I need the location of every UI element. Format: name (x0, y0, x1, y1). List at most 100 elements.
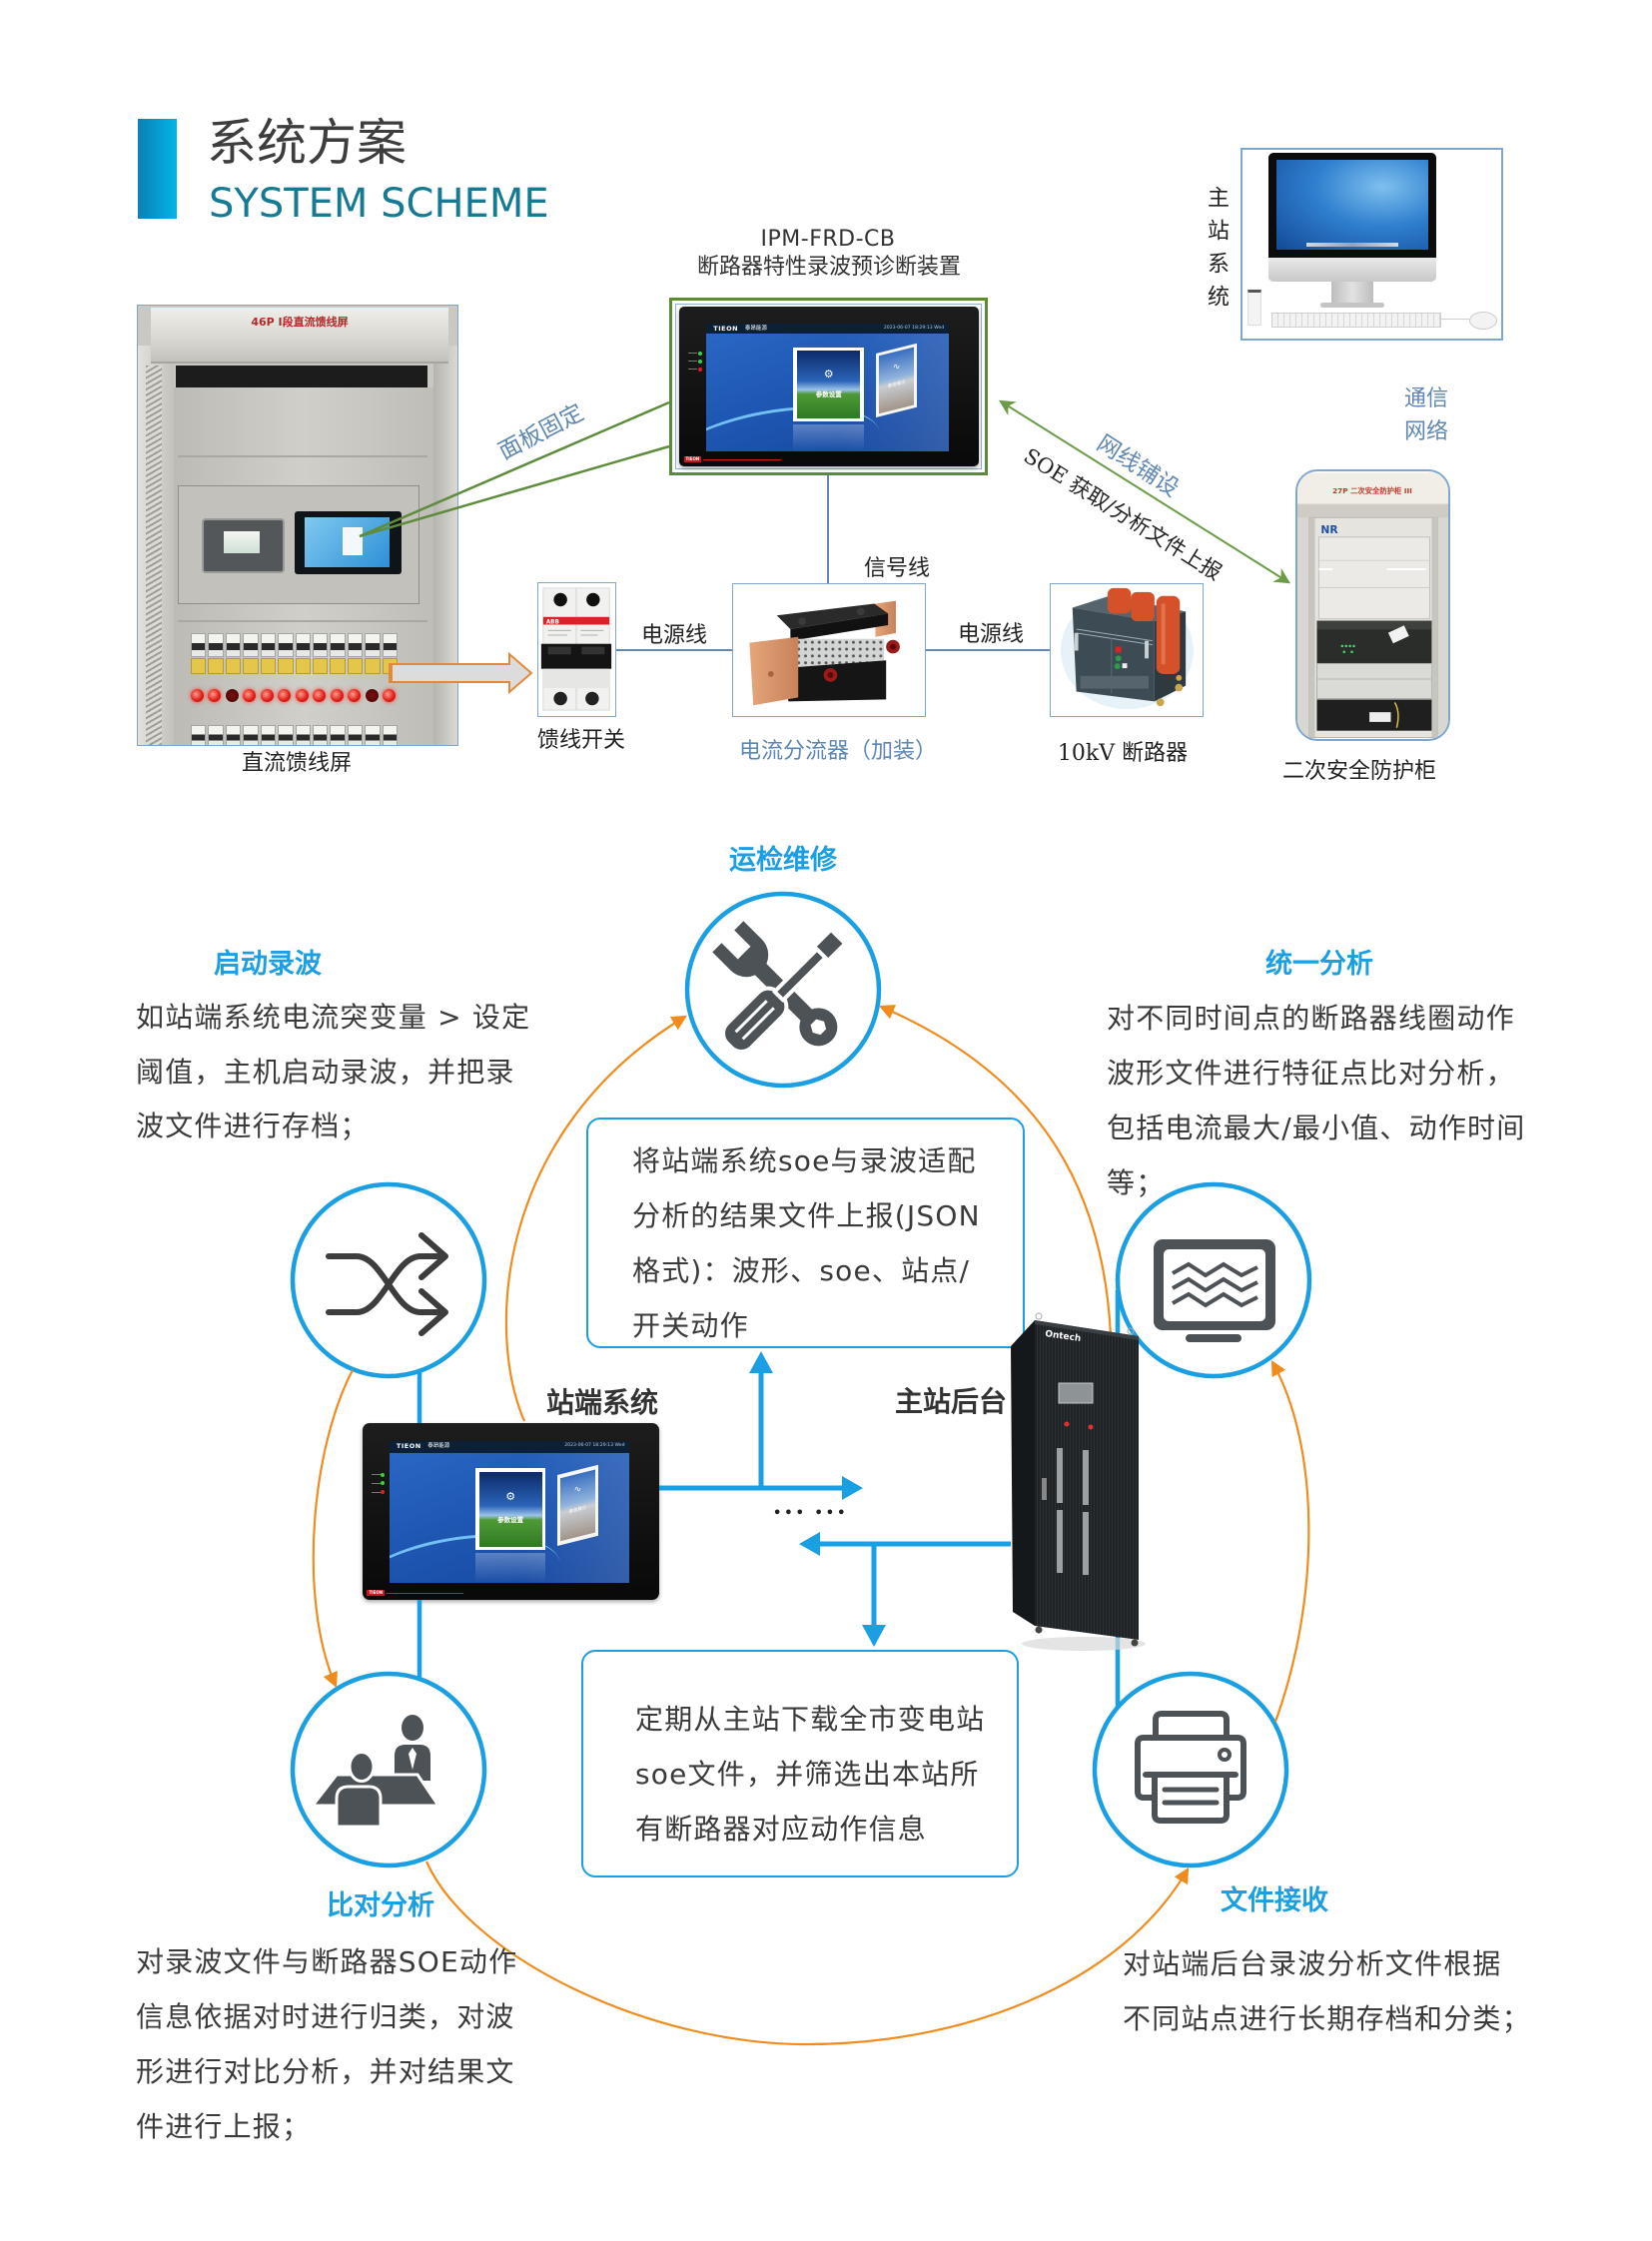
security-cabinet: 27P 二次安全防护柜 III NR (1297, 472, 1448, 738)
breaker-label-plate (225, 658, 242, 674)
comparison-description: 对录波文件与断路器SOE动作 信息依据对时进行归类，对波 形进行对比分析，并对结… (136, 1934, 517, 2154)
current-shunt-photo (732, 583, 926, 717)
download-note-box (581, 1650, 1019, 1877)
screen-brand-logo: TIEON (713, 324, 739, 333)
breaker-label-plate (312, 658, 329, 674)
tile-image: ∿ 录波展示 (559, 1469, 596, 1542)
feeder-switch-caption: 馈线开关 (536, 728, 625, 753)
screen-tile-waveform: ∿ 录波展示 (876, 344, 918, 418)
alarm-led (697, 367, 702, 372)
panel-breaker (365, 633, 381, 657)
screen-tile-parameter-settings: ⚙ 参数设置 (793, 347, 864, 422)
panel-meter-display (224, 531, 260, 553)
tile-image: ⚙ 参数设置 (796, 350, 861, 419)
vacuum-circuit-breaker (1061, 587, 1194, 710)
comm-network-label-line: 网络 (1403, 419, 1448, 444)
waveform-monitor-icon (1154, 1239, 1275, 1342)
led-label (371, 1483, 381, 1485)
run-led (381, 1481, 386, 1486)
panel-breaker (312, 633, 329, 657)
tile-reflection (793, 423, 864, 451)
panel-sign: 46P Ⅰ段直流馈线屏 (151, 308, 448, 338)
network-cable-double-arrow (998, 399, 1291, 584)
indicator-light (260, 689, 274, 702)
monitor-dock (1306, 243, 1398, 247)
indicator-light-row (191, 689, 396, 703)
panel-breaker (191, 633, 207, 657)
current-shunt (749, 600, 900, 706)
master-station-label: 主站系统 (1204, 186, 1229, 318)
maintenance-node (684, 891, 882, 1089)
monitor-bezel (1268, 153, 1436, 258)
screen-brand-name: 泰昂能源 (427, 1443, 450, 1450)
breaker-row-upper (191, 633, 399, 657)
panel-meter (202, 518, 285, 573)
panel-rail (178, 455, 427, 457)
description-line: 包括电流最大/最小值、动作时间 (1107, 1112, 1526, 1144)
panel-breaker (295, 633, 311, 657)
start-recording-heading: 启动录波 (214, 949, 322, 980)
comm-network-label-line: 通信 (1403, 386, 1448, 411)
description-line: 信息依据对时进行归类，对波 (136, 2000, 515, 2033)
indicator-light (278, 689, 292, 702)
waveform-icon: ∿ (892, 361, 901, 374)
bell-gear-icon: ⚙ (505, 1490, 516, 1504)
led-label (688, 369, 697, 371)
feeder-switch-photo: ABB (537, 582, 616, 717)
panel-breaker (382, 633, 399, 657)
screen-top-bar: TIEON 泰昂能源 2023-06-07 18:29:13 Wed (389, 1441, 630, 1453)
panel-breaker (243, 725, 259, 745)
ipm-frd-cb-device-screen: TIEON 泰昂能源 2023-06-07 18:29:13 Wed ⚙ 参数设… (679, 307, 979, 466)
title-accent-bar (138, 119, 177, 219)
dc-panel-caption: 直流馈线屏 (241, 751, 352, 776)
monitor-screen (1276, 160, 1428, 250)
station-system-label: 站端系统 (545, 1386, 658, 1419)
indicator-light (348, 689, 362, 702)
panel-breaker (330, 633, 346, 657)
power-led (381, 1472, 386, 1477)
panel-breaker (330, 725, 346, 745)
page-title: 系统方案 (207, 114, 407, 172)
panel-frame-edge (433, 346, 457, 745)
panel-top-rail (151, 338, 448, 364)
file-receive-heading: 文件接收 (1221, 1885, 1328, 1916)
breaker-label-plate (365, 658, 381, 674)
cabinet-brand-logo: NR (1320, 523, 1338, 536)
miniature-circuit-breaker: ABB (540, 587, 612, 711)
indicator-light (313, 689, 327, 702)
indicator-light (330, 689, 344, 702)
power-led (697, 351, 702, 356)
unified-analysis-node (1115, 1181, 1312, 1379)
recording-to-comparison-arc (312, 1369, 354, 1689)
monitor-stand (1331, 282, 1373, 305)
monitor-chin (1268, 258, 1436, 282)
bell-gear-icon: ⚙ (823, 367, 834, 380)
tile-image: ∿ 录波展示 (878, 347, 915, 414)
breaker-label-plate (382, 658, 399, 674)
device-frame-inner-line (675, 304, 982, 469)
panel-breaker (225, 633, 242, 657)
device-display: TIEON 泰昂能源 2023-06-07 18:29:13 Wed ⚙ 参数设… (389, 1441, 630, 1583)
page-subtitle: SYSTEM SCHEME (209, 181, 549, 227)
panel-breaker (278, 633, 294, 657)
waveform-icon: ∿ (573, 1484, 582, 1497)
mouse (1469, 312, 1497, 330)
panel-breaker (225, 725, 242, 745)
dc-feeder-panel-photo: 46P Ⅰ段直流馈线屏 (137, 305, 458, 746)
note-line: 开关动作 (632, 1309, 749, 1342)
panel-breaker (382, 725, 399, 745)
breaker-label-plate (347, 658, 364, 674)
description-line: 对不同时间点的断路器线圈动作 (1107, 1002, 1515, 1035)
note-line: 分析的结果文件上报(JSON (632, 1199, 981, 1232)
breaker-caption: 10kV 断路器 (1057, 741, 1189, 766)
note-line: soe文件，并筛选出本站所 (635, 1758, 980, 1791)
comparison-to-receive-arc (424, 1861, 1190, 2046)
description-line: 件进行上报； (136, 2110, 312, 2143)
report-arrow-head (749, 1351, 773, 1373)
breaker-label-plate (295, 658, 311, 674)
panel-door-vents (146, 366, 162, 745)
download-note-text: 定期从主站下载全市变电站 soe文件，并筛选出本站所 有断路器对应动作信息 (635, 1692, 985, 1857)
upload-arrow-head (842, 1476, 863, 1500)
bezel-brand-badge: TIEON (367, 1589, 386, 1596)
indicator-light (382, 689, 396, 702)
